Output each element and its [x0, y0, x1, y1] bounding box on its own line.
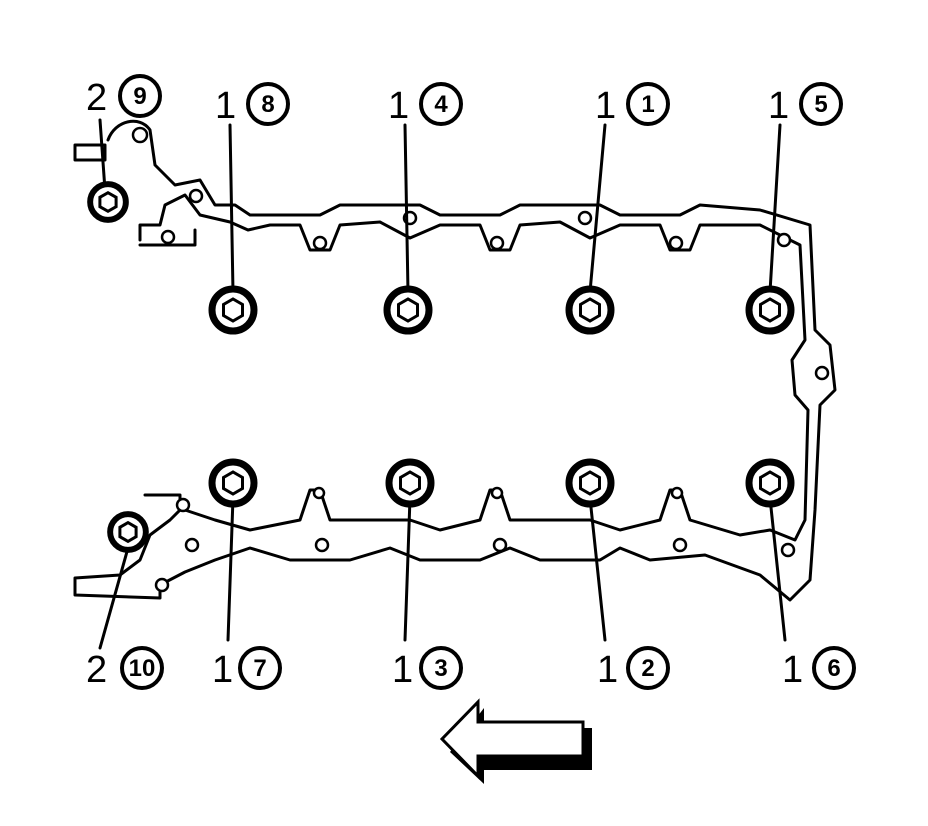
pass-number: 1 — [782, 649, 803, 691]
pass-number: 1 — [212, 649, 233, 691]
pass-number: 1 — [768, 85, 789, 127]
leader-line-b1 — [588, 123, 607, 294]
locating-hole — [670, 486, 684, 500]
locating-hole — [312, 235, 328, 251]
bolt-head-b3 — [385, 458, 435, 508]
labels: 2 9 1 8 1 4 1 1 1 5 2 10 — [86, 74, 856, 691]
pass-number: 2 — [86, 649, 107, 691]
sequence-number: 3 — [434, 655, 447, 682]
pass-number: 1 — [597, 649, 618, 691]
pass-number: 1 — [215, 85, 236, 127]
left-bottom-bracket — [143, 493, 182, 512]
leader-line-b4 — [403, 123, 410, 294]
locating-hole — [577, 210, 593, 226]
locating-hole — [160, 229, 176, 245]
leader-line-b10 — [98, 546, 130, 650]
sequence-number: 6 — [827, 655, 840, 682]
left-top-tab — [73, 143, 107, 162]
leader-line-b9 — [98, 118, 107, 192]
locating-hole — [154, 577, 170, 593]
sequence-circle — [118, 74, 162, 118]
locating-hole — [188, 188, 204, 204]
locating-hole — [175, 497, 191, 513]
fastener-label-b9: 2 9 — [86, 74, 162, 119]
sequence-circle — [419, 82, 463, 126]
leader-line-b7 — [226, 496, 235, 642]
fastener-label-b10: 2 10 — [86, 646, 164, 691]
fastener-label-b4: 1 4 — [388, 82, 463, 127]
sequence-circle — [812, 646, 856, 690]
locating-hole — [314, 537, 330, 553]
pass-number: 1 — [392, 649, 413, 691]
fastener-label-b6: 1 6 — [782, 646, 856, 691]
locating-hole — [492, 537, 508, 553]
leader-line-b2 — [588, 496, 607, 642]
locating-hole — [490, 486, 504, 500]
sequence-circle — [799, 82, 843, 126]
bolt-head-b5 — [745, 285, 795, 335]
fastener-label-b8: 1 8 — [215, 82, 290, 127]
leader-line-b5 — [768, 123, 782, 294]
sequence-number: 5 — [814, 91, 827, 118]
gasket-outline — [73, 119, 837, 602]
sequence-number: 1 — [641, 91, 654, 118]
gasket-outer — [73, 119, 837, 602]
sequence-number: 9 — [133, 83, 146, 110]
locating-hole — [780, 542, 796, 558]
leader-line-b8 — [228, 123, 235, 294]
leader-lines — [98, 118, 787, 650]
locating-hole — [776, 232, 792, 248]
sequence-number: 10 — [129, 655, 156, 682]
sequence-circle — [626, 646, 670, 690]
locating-hole — [672, 537, 688, 553]
sequence-number: 7 — [253, 655, 266, 682]
bolt-head-b1 — [565, 285, 615, 335]
fastener-label-b3: 1 3 — [392, 646, 463, 691]
locating-hole — [668, 235, 684, 251]
locating-hole — [131, 126, 149, 144]
sequence-circle — [120, 646, 164, 690]
locating-hole — [312, 486, 326, 500]
locating-hole — [489, 235, 505, 251]
pass-number: 1 — [595, 85, 616, 127]
sequence-number: 4 — [434, 91, 448, 118]
leader-line-b6 — [768, 496, 787, 642]
bolt-head-b6 — [745, 458, 795, 508]
locating-hole — [184, 537, 200, 553]
bolt-head-b9 — [87, 181, 129, 223]
leader-line-b3 — [403, 496, 412, 642]
fastener-label-b1: 1 1 — [595, 82, 670, 127]
bolt-head-b2 — [565, 458, 615, 508]
sequence-number: 2 — [641, 655, 654, 682]
pass-number: 2 — [86, 77, 107, 119]
sequence-number: 8 — [261, 91, 274, 118]
direction-arrow — [439, 698, 592, 784]
sequence-circle — [419, 646, 463, 690]
sequence-circle — [246, 82, 290, 126]
left-top-bracket — [138, 228, 197, 247]
bolt-head-b7 — [208, 458, 258, 508]
bolt-head-b4 — [383, 285, 433, 335]
fastener-label-b5: 1 5 — [768, 82, 843, 127]
locating-hole — [814, 365, 830, 381]
fastener-label-b2: 1 2 — [597, 646, 670, 691]
bolt-head-b10 — [107, 511, 149, 553]
sequence-circle — [238, 646, 282, 690]
pass-number: 1 — [388, 85, 409, 127]
sequence-circle — [626, 82, 670, 126]
bolt-head-b8 — [208, 285, 258, 335]
bolts — [87, 181, 795, 553]
fastener-label-b7: 1 7 — [212, 646, 282, 691]
